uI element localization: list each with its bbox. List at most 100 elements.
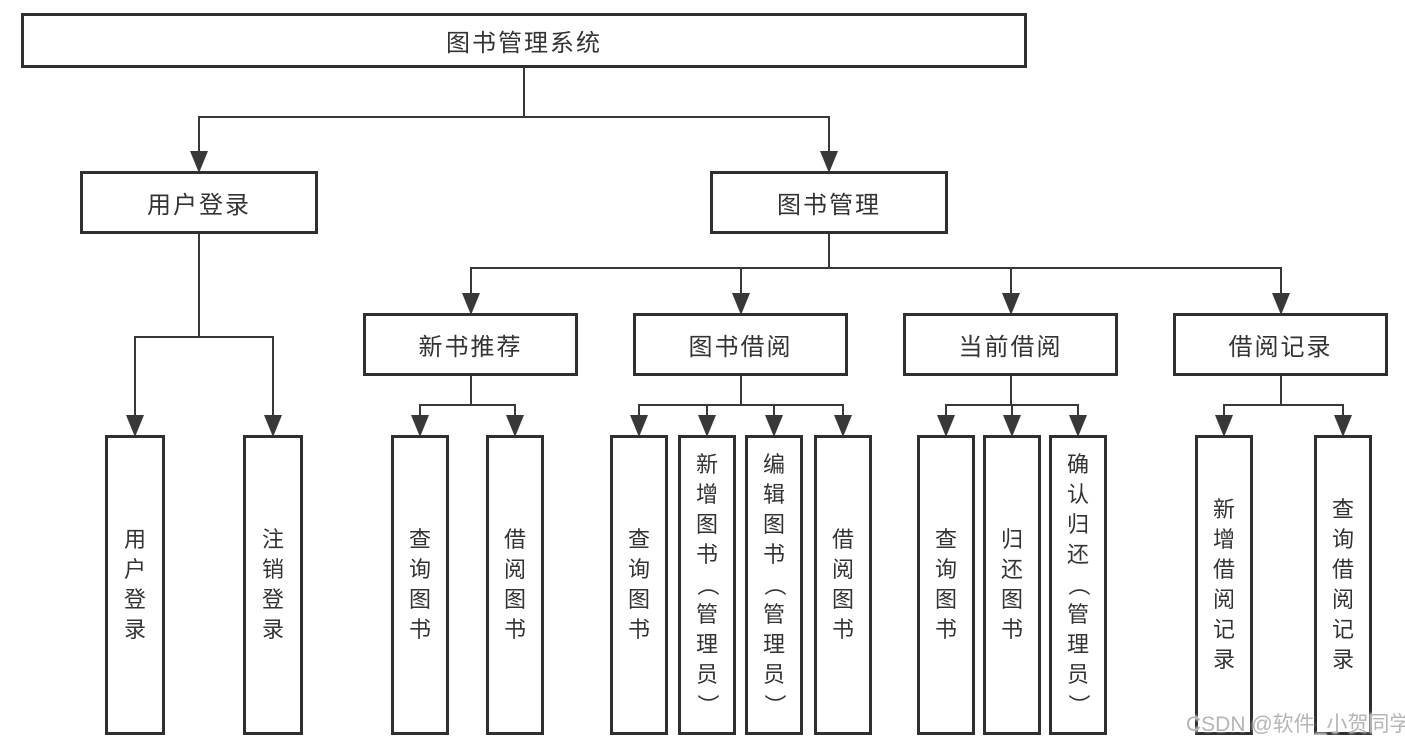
node-label: 当前借阅 — [958, 334, 1063, 361]
vertical-char: 编 — [762, 452, 785, 477]
connector-line — [1223, 405, 1225, 417]
vertical-char: 确 — [1066, 452, 1089, 477]
connector-line — [1077, 405, 1079, 417]
vertical-char: 图 — [627, 587, 650, 612]
connector-line — [198, 116, 830, 118]
node-borrow-record: 借阅记录 — [1173, 313, 1388, 376]
arrow-down-icon — [765, 415, 783, 437]
connector-line — [134, 336, 274, 338]
node-leaf-bb-query: 查询图书 — [610, 435, 668, 735]
arrow-down-icon — [264, 415, 282, 437]
vertical-char: 登 — [261, 587, 284, 612]
vertical-char: 询 — [1331, 527, 1354, 552]
node-leaf-cb-confirm: 确认归还（管理员） — [1049, 435, 1107, 735]
vertical-char: 录 — [1331, 647, 1354, 672]
node-label: 查询借阅记录 — [1332, 495, 1354, 675]
vertical-char: 录 — [123, 617, 146, 642]
vertical-char: 图 — [503, 587, 526, 612]
vertical-char: ） — [761, 693, 787, 717]
arrow-down-icon — [126, 415, 144, 437]
vertical-char: 还 — [1066, 542, 1089, 567]
connector-line — [198, 234, 200, 337]
vertical-char: 归 — [1066, 512, 1089, 537]
vertical-char: 注 — [261, 527, 284, 552]
connector-line — [1009, 376, 1012, 405]
vertical-char: 归 — [1000, 527, 1023, 552]
node-label: 确认归还（管理员） — [1066, 450, 1091, 720]
node-label: 图书管理系统 — [446, 30, 602, 57]
vertical-char: 借 — [1212, 557, 1235, 582]
watermark: CSDN @软件_小贺同学 — [1186, 713, 1405, 736]
node-label: 借阅记录 — [1228, 334, 1333, 361]
connector-line — [134, 337, 136, 417]
connector-line — [638, 405, 640, 417]
vertical-char: （ — [1065, 573, 1091, 597]
node-label: 用户登录 — [147, 192, 251, 219]
vertical-char: 销 — [261, 557, 284, 582]
arrow-down-icon — [1334, 415, 1352, 437]
node-label: 注销登录 — [262, 525, 284, 645]
connector-line — [945, 405, 947, 417]
connector-line — [828, 117, 830, 153]
node-label: 借阅图书 — [832, 525, 854, 645]
vertical-char: 查 — [1331, 497, 1354, 522]
vertical-char: 阅 — [831, 557, 854, 582]
vertical-char: 询 — [934, 557, 957, 582]
vertical-char: 还 — [1000, 557, 1023, 582]
vertical-char: 理 — [1066, 632, 1089, 657]
vertical-char: 阅 — [503, 557, 526, 582]
vertical-char: 管 — [695, 602, 718, 627]
connector-line — [773, 405, 775, 417]
connector-line — [469, 268, 472, 295]
arrow-down-icon — [411, 415, 429, 437]
vertical-char: 理 — [695, 632, 718, 657]
arrow-down-icon — [937, 415, 955, 437]
connector-line — [706, 405, 708, 417]
vertical-char: 图 — [762, 512, 785, 537]
connector-line — [272, 337, 274, 417]
connector-line — [739, 268, 742, 295]
vertical-char: 新 — [695, 452, 718, 477]
vertical-char: 书 — [695, 542, 718, 567]
node-label: 新增图书（管理员） — [695, 450, 720, 720]
node-label: 借阅图书 — [504, 525, 526, 645]
node-label: 编辑图书（管理员） — [762, 450, 787, 720]
vertical-char: 书 — [503, 617, 526, 642]
arrow-down-icon — [1069, 415, 1087, 437]
node-leaf-bb-edit: 编辑图书（管理员） — [745, 435, 803, 735]
node-label: 查询图书 — [409, 525, 431, 645]
vertical-char: 登 — [123, 587, 146, 612]
arrow-down-icon — [1271, 293, 1290, 315]
vertical-char: 查 — [627, 527, 650, 552]
vertical-char: 图 — [1000, 587, 1023, 612]
node-book-borrow: 图书借阅 — [633, 313, 848, 376]
vertical-char: 阅 — [1331, 587, 1354, 612]
connector-line — [828, 234, 830, 268]
connector-line — [1009, 268, 1012, 295]
vertical-char: 员 — [762, 662, 785, 687]
connector-line — [1279, 268, 1282, 295]
vertical-char: 书 — [831, 617, 854, 642]
node-book-mgmt: 图书管理 — [710, 171, 948, 234]
node-label: 查询图书 — [628, 525, 650, 645]
node-label: 图书管理 — [777, 192, 881, 219]
arrow-down-icon — [1003, 415, 1021, 437]
node-root: 图书管理系统 — [21, 13, 1027, 68]
node-label: 新增借阅记录 — [1213, 495, 1235, 675]
vertical-char: 阅 — [1212, 587, 1235, 612]
arrow-down-icon — [1215, 415, 1233, 437]
node-user-login: 用户登录 — [80, 171, 318, 234]
vertical-char: 书 — [1000, 617, 1023, 642]
connector-line — [1011, 405, 1013, 417]
vertical-char: 书 — [934, 617, 957, 642]
vertical-char: 认 — [1066, 482, 1089, 507]
arrow-down-icon — [698, 415, 716, 437]
vertical-char: 理 — [762, 632, 785, 657]
vertical-char: 辑 — [762, 482, 785, 507]
node-label: 用户登录 — [124, 525, 146, 645]
vertical-char: 图 — [695, 512, 718, 537]
arrow-down-icon — [731, 293, 750, 315]
arrow-down-icon — [1001, 293, 1020, 315]
vertical-char: （ — [694, 573, 720, 597]
node-leaf-nb-query: 查询图书 — [391, 435, 449, 735]
